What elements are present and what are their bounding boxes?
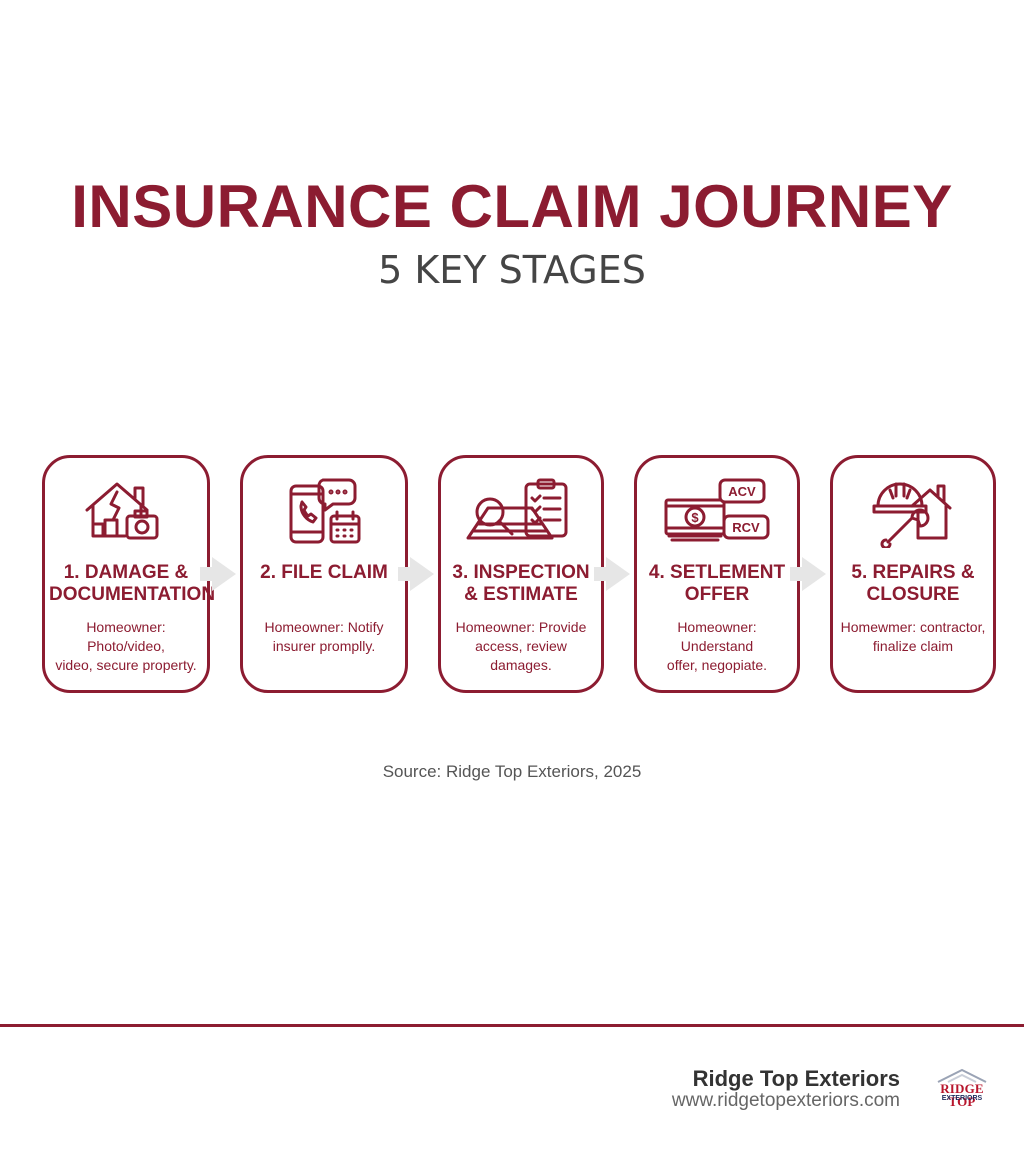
stage-title-line: DOCUMENTATION <box>49 584 216 605</box>
damaged-house-camera-icon <box>45 474 207 550</box>
stage-desc-line: insurer promplly. <box>272 638 376 654</box>
stage-desc-line: Homeowner: Notify <box>264 619 384 635</box>
stage-card-repairs-closure: 5. REPAIRS & CLOSURE Homewmer: contracto… <box>830 455 996 693</box>
stage-desc-line: finalize claim <box>872 638 954 654</box>
logo-subword: EXTERIORS <box>941 1095 983 1102</box>
stage-description: Homeowner: Understand offer, negopiate. <box>641 618 793 675</box>
source-note: Source: Ridge Top Exteriors, 2025 <box>382 762 642 781</box>
stage-description: Homewmer: contractor, finalize claim <box>837 618 989 656</box>
money-acv-rcv-icon: $ ACV RCV <box>637 474 797 550</box>
company-logo: RIDGE TOP EXTERIORS <box>926 1068 998 1116</box>
acv-label: ACV <box>728 484 756 499</box>
stage-desc-line: Homeowner: Photo/video, <box>86 619 166 654</box>
arrow-icon <box>398 557 434 591</box>
stage-title-line: 5. REPAIRS & <box>851 562 975 583</box>
stage-title: 4. SETLEMENT OFFER <box>641 562 793 606</box>
arrow-icon <box>200 557 236 591</box>
roof-icon <box>937 1068 987 1083</box>
stage-title-line: & ESTIMATE <box>464 584 578 605</box>
hardhat-wrench-house-icon <box>833 474 993 550</box>
stage-desc-line: Homeowner: Provide <box>455 619 587 635</box>
stage-card-settlement-offer: $ ACV RCV 4. SETLEMENT OFFER Homeowner: … <box>634 455 800 693</box>
dollar-sign: $ <box>691 510 699 525</box>
stage-card-damage-documentation: 1. DAMAGE & DOCUMENTATION Homeowner: Pho… <box>42 455 216 693</box>
arrow-icon <box>790 557 826 591</box>
stage-title: 3. INSPECTION & ESTIMATE <box>445 562 597 606</box>
stage-desc-line: Homewmer: contractor, <box>840 619 986 635</box>
stage-title-line: OFFER <box>684 584 750 605</box>
magnifier-roof-checklist-icon <box>441 474 601 550</box>
page-title: INSURANCE CLAIM JOURNEY <box>71 173 953 240</box>
stage-title-line: 3. INSPECTION <box>452 562 590 583</box>
stage-title: 2. FILE CLAIM <box>247 562 401 584</box>
stage-title-line: 1. DAMAGE & <box>63 562 189 583</box>
stage-title-line: CLOSURE <box>866 584 960 605</box>
logo-wordmark: RIDGE TOP <box>940 1081 984 1109</box>
stage-title-line: 4. SETLEMENT <box>648 562 786 583</box>
page-subtitle: 5 KEY STAGES <box>378 248 646 292</box>
stage-description: Homeowner: Provide access, review damage… <box>445 618 597 675</box>
stage-desc-line: offer, negopiate. <box>666 657 768 673</box>
stage-title-line: 2. FILE CLAIM <box>260 562 388 583</box>
phone-chat-calendar-icon <box>243 474 405 550</box>
stage-desc-line: Homeowner: Understand <box>677 619 757 654</box>
stage-desc-line: video, secure property. <box>55 657 197 673</box>
stage-card-inspection-estimate: 3. INSPECTION & ESTIMATE Homeowner: Prov… <box>438 455 604 693</box>
arrow-icon <box>594 557 630 591</box>
company-name: Ridge Top Exteriors <box>692 1066 900 1091</box>
website-link[interactable]: www.ridgetopexteriors.com <box>671 1090 900 1111</box>
stage-desc-line: access, review <box>475 638 567 654</box>
stage-card-file-claim: 2. FILE CLAIM Homeowner: Notify insurer … <box>240 455 408 693</box>
stage-description: Homeowner: Notify insurer promplly. <box>247 618 401 656</box>
stage-description: Homeowner: Photo/video, video, secure pr… <box>49 618 203 675</box>
stage-title: 5. REPAIRS & CLOSURE <box>837 562 989 606</box>
rcv-label: RCV <box>732 520 760 535</box>
footer-divider <box>0 1024 1024 1027</box>
stage-desc-line: damages. <box>490 657 552 673</box>
stage-title: 1. DAMAGE & DOCUMENTATION <box>49 562 216 606</box>
